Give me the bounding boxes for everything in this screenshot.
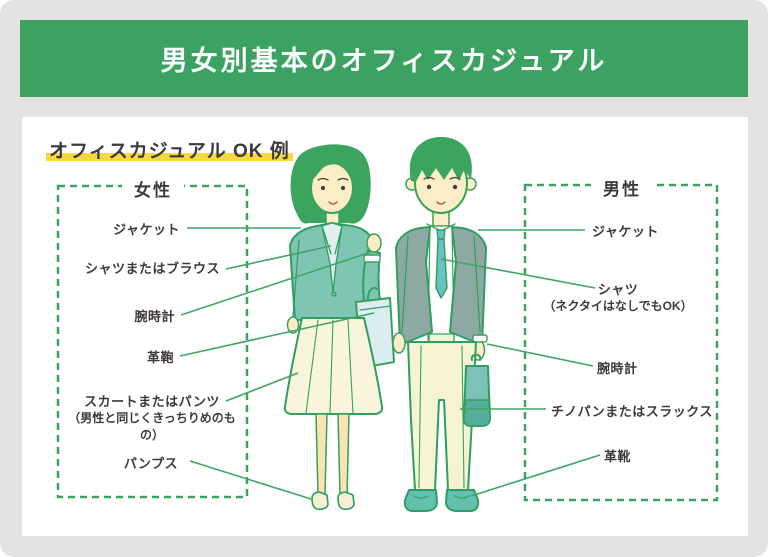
label-female-pumps: パンプス xyxy=(123,456,178,471)
label-male-jacket: ジャケット xyxy=(592,224,659,239)
label-male-shirt: シャツ （ネクタイはなしでもOK） xyxy=(533,281,703,315)
label-male-chinos: チノパンまたはスラックス xyxy=(551,404,713,419)
label-male-shoes: 革靴 xyxy=(604,449,632,464)
label-female-skirt: スカートまたはパンツ （男性と同じくきっちりめのもの） xyxy=(60,393,244,444)
label-male-shirt-note: （ネクタイはなしでもOK） xyxy=(543,299,693,313)
label-female-watch: 腕時計 xyxy=(134,309,175,324)
female-group-title: 女性 xyxy=(122,176,184,201)
label-female-shirt: シャツまたはブラウス xyxy=(84,261,220,276)
label-female-jacket: ジャケット xyxy=(113,222,180,237)
label-male-watch: 腕時計 xyxy=(597,361,638,376)
male-group-title: 男性 xyxy=(591,175,653,200)
page-title: 男女別基本のオフィスカジュアル xyxy=(160,46,608,76)
label-male-shirt-text: シャツ xyxy=(597,282,639,297)
label-female-skirt-note: （男性と同じくきっちりめのもの） xyxy=(68,411,236,442)
label-female-skirt-text: スカートまたはパンツ xyxy=(84,394,220,409)
label-female-bag: 革鞄 xyxy=(146,350,174,365)
section-title-text: オフィスカジュアル OK 例 xyxy=(46,141,293,162)
header-banner: 男女別基本のオフィスカジュアル xyxy=(20,20,748,97)
section-title: オフィスカジュアル OK 例 xyxy=(46,136,293,163)
